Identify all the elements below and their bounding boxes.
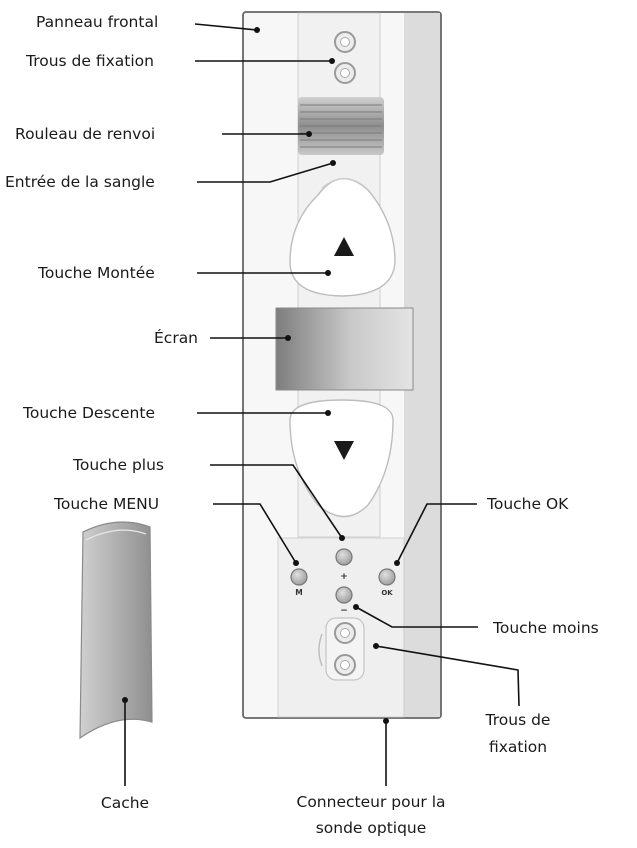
leader-lines — [122, 23, 520, 786]
down-arrow-icon — [334, 441, 354, 460]
label-touche-montee: Touche Montée — [37, 264, 155, 282]
return-roller — [298, 97, 384, 155]
labels: Panneau frontal Trous de fixation Roulea… — [5, 13, 599, 837]
mounting-hole-inner — [340, 37, 350, 47]
mounting-hole-inner — [340, 68, 350, 78]
mounting-holes-bottom — [318, 617, 365, 681]
label-touche-ok: Touche OK — [486, 495, 569, 513]
label-trous-fixation-bas-2: fixation — [489, 738, 547, 756]
label-touche-menu: Touche MENU — [53, 495, 159, 513]
label-rouleau-renvoi: Rouleau de renvoi — [15, 125, 155, 143]
plus-button-mark: + — [340, 572, 348, 582]
plus-button[interactable]: + — [335, 548, 353, 582]
label-trous-fixation-bas-1: Trous de — [485, 711, 551, 729]
mounting-hole-inner — [340, 660, 350, 670]
label-touche-descente: Touche Descente — [22, 404, 155, 422]
label-entree-sangle: Entrée de la sangle — [5, 173, 155, 191]
menu-button[interactable]: M — [290, 568, 308, 597]
minus-button[interactable]: − — [335, 586, 353, 616]
cover-piece — [79, 521, 153, 740]
label-connecteur-2: sonde optique — [316, 819, 427, 837]
down-key[interactable] — [289, 399, 394, 518]
label-cache: Cache — [101, 794, 149, 812]
mounting-hole-inner — [340, 628, 350, 638]
label-touche-plus: Touche plus — [72, 456, 164, 474]
ok-button-mark: OK — [381, 589, 393, 597]
label-touche-moins: Touche moins — [492, 619, 599, 637]
label-ecran: Écran — [154, 328, 198, 347]
label-trous-fixation-haut: Trous de fixation — [25, 52, 154, 70]
up-arrow-icon — [334, 237, 354, 256]
menu-button-mark: M — [295, 588, 302, 597]
label-panneau-frontal: Panneau frontal — [36, 13, 158, 31]
up-key[interactable] — [289, 177, 396, 297]
mounting-holes-top — [334, 31, 356, 84]
ok-button[interactable]: OK — [378, 568, 396, 597]
label-connecteur-1: Connecteur pour la — [297, 793, 446, 811]
minus-button-mark: − — [340, 606, 348, 616]
display-screen — [275, 307, 414, 391]
